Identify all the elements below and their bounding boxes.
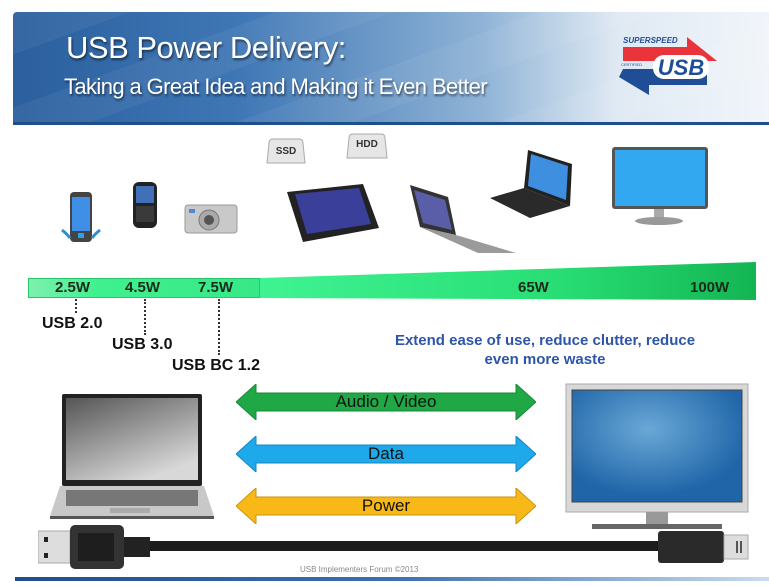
smartphone-icon [61, 192, 101, 242]
svg-text:CERTIFIED: CERTIFIED [621, 62, 642, 67]
watt-label-2-5: 2.5W [55, 279, 91, 296]
power-arrow: Power [236, 488, 536, 524]
header-banner [13, 12, 769, 125]
dotted-connector [218, 299, 220, 355]
monitor-icon [612, 147, 708, 225]
watt-label-65: 65W [518, 279, 549, 296]
superspeed-usb-logo-icon: USB SUPERSPEED CERTIFIED [619, 36, 717, 95]
tagline: Extend ease of use, reduce clutter, redu… [394, 332, 696, 368]
audio-video-arrow: Audio / Video [236, 384, 536, 420]
phone-icon [133, 182, 157, 228]
power-bar-pd [260, 262, 756, 300]
watt-label-100: 100W [690, 279, 730, 296]
dotted-connector [75, 299, 77, 313]
hdd-drive-icon: HDD [346, 133, 388, 159]
copyright-text: USB Implementers Forum ©2013 [300, 565, 419, 574]
usb-cable-icon [38, 525, 749, 569]
data-arrow: Data [236, 436, 536, 472]
page-title: USB Power Delivery: [66, 30, 346, 65]
page-subtitle: Taking a Great Idea and Making it Even B… [64, 74, 488, 99]
power-label: Power [361, 496, 411, 515]
usb-bc-1-2-label: USB BC 1.2 [172, 357, 261, 374]
power-bar-legacy [28, 278, 260, 298]
logo-usb-text: USB [658, 55, 705, 80]
usb-3-0-label: USB 3.0 [112, 336, 173, 353]
dotted-connector [144, 299, 146, 335]
footer-bar [15, 577, 769, 581]
laptop-large-icon [50, 394, 214, 519]
data-label: Data [368, 444, 404, 463]
camera-icon [184, 204, 238, 234]
ultrabook-icon [410, 185, 516, 253]
svg-text:SSD: SSD [276, 146, 297, 157]
watt-label-7-5: 7.5W [198, 279, 234, 296]
audio-video-label: Audio / Video [335, 392, 437, 411]
watt-label-4-5: 4.5W [125, 279, 161, 296]
svg-text:HDD: HDD [356, 139, 378, 150]
usb-2-0-label: USB 2.0 [42, 315, 103, 332]
ssd-drive-icon: SSD [266, 138, 306, 164]
tablet-icon [287, 184, 379, 242]
tv-monitor-icon [565, 383, 749, 529]
svg-text:SUPERSPEED: SUPERSPEED [623, 36, 678, 45]
laptop-icon [490, 150, 572, 218]
